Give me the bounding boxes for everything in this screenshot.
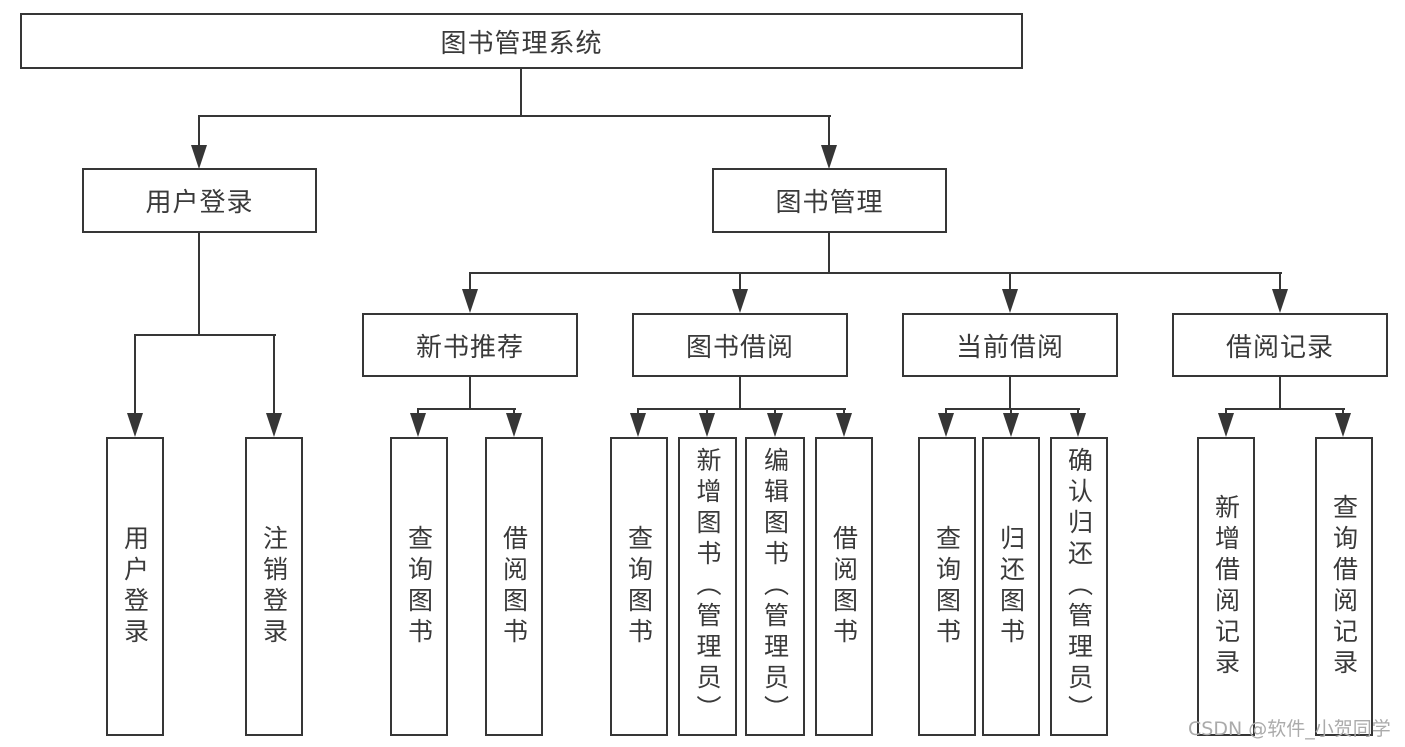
- connector-line: [513, 408, 515, 417]
- leaf-label: 编辑图书（管理员）: [760, 447, 790, 726]
- leaf-add-borrow-record: 新增借阅记录: [1197, 437, 1255, 736]
- leaf-label: 查询借阅记录: [1329, 493, 1359, 680]
- node-label: 借阅记录: [1225, 332, 1334, 363]
- leaf-label: 确认归还（管理员）: [1064, 447, 1094, 726]
- leaf-borrow-books: 借阅图书: [815, 437, 873, 736]
- arrow-down-icon: [1335, 413, 1351, 437]
- arrow-down-icon: [1272, 289, 1288, 313]
- connector-line: [706, 408, 708, 417]
- connector-line: [1077, 408, 1079, 417]
- connector-line: [1225, 408, 1345, 410]
- connector-line: [1009, 272, 1011, 293]
- connector-line: [1009, 377, 1011, 410]
- leaf-borrow-books-recommend: 借阅图书: [485, 437, 543, 736]
- node-current-borrowing: 当前借阅: [902, 313, 1118, 377]
- node-label: 图书管理: [775, 188, 884, 218]
- node-label: 图书管理系统: [440, 28, 603, 59]
- arrow-down-icon: [266, 413, 282, 437]
- arrow-down-icon: [630, 413, 646, 437]
- leaf-label: 借阅图书: [829, 524, 859, 649]
- leaf-logout: 注销登录: [245, 437, 303, 736]
- connector-line: [469, 377, 471, 410]
- connector-line: [469, 272, 1282, 274]
- arrow-down-icon: [767, 413, 783, 437]
- connector-line: [273, 334, 275, 416]
- connector-line: [134, 334, 136, 416]
- connector-line: [520, 69, 522, 117]
- connector-line: [637, 408, 639, 417]
- leaf-label: 注销登录: [259, 524, 289, 649]
- leaf-label: 归还图书: [996, 524, 1026, 649]
- node-label: 当前借阅: [955, 332, 1064, 363]
- arrow-down-icon: [1003, 413, 1019, 437]
- csdn-watermark: CSDN @软件_小贺同学: [1188, 718, 1391, 740]
- connector-line: [739, 272, 741, 293]
- leaf-query-books-recommend: 查询图书: [390, 437, 448, 736]
- connector-line: [945, 408, 947, 417]
- node-book-borrowing: 图书借阅: [632, 313, 848, 377]
- connector-line: [417, 408, 419, 417]
- connector-line: [1225, 408, 1227, 417]
- arrow-down-icon: [836, 413, 852, 437]
- leaf-confirm-return-admin: 确认归还（管理员）: [1050, 437, 1108, 736]
- leaf-add-books-admin: 新增图书（管理员）: [678, 437, 737, 736]
- arrow-down-icon: [506, 413, 522, 437]
- arrow-down-icon: [732, 289, 748, 313]
- connector-line: [1010, 408, 1012, 417]
- leaf-query-books-current: 查询图书: [918, 437, 976, 736]
- arrow-down-icon: [462, 289, 478, 313]
- connector-line: [774, 408, 776, 417]
- connector-line: [1279, 377, 1281, 410]
- connector-line: [198, 115, 200, 149]
- leaf-label: 用户登录: [120, 524, 150, 649]
- node-user-login: 用户登录: [82, 168, 317, 233]
- connector-line: [1342, 408, 1344, 417]
- arrow-down-icon: [699, 413, 715, 437]
- node-label: 新书推荐: [415, 332, 524, 363]
- leaf-label: 查询图书: [404, 524, 434, 649]
- node-label: 用户登录: [145, 188, 254, 218]
- connector-line: [198, 233, 200, 336]
- connector-line: [1279, 272, 1281, 293]
- leaf-query-books-borrow: 查询图书: [610, 437, 668, 736]
- connector-line: [637, 408, 846, 410]
- connector-line: [843, 408, 845, 417]
- arrow-down-icon: [821, 145, 837, 169]
- node-book-management: 图书管理: [712, 168, 947, 233]
- connector-line: [417, 408, 516, 410]
- leaf-return-books: 归还图书: [982, 437, 1040, 736]
- leaf-query-borrow-record: 查询借阅记录: [1315, 437, 1373, 736]
- leaf-label: 查询图书: [932, 524, 962, 649]
- node-library-management-system: 图书管理系统: [20, 13, 1023, 69]
- leaf-edit-books-admin: 编辑图书（管理员）: [745, 437, 805, 736]
- arrow-down-icon: [1002, 289, 1018, 313]
- arrow-down-icon: [1070, 413, 1086, 437]
- arrow-down-icon: [410, 413, 426, 437]
- arrow-down-icon: [127, 413, 143, 437]
- arrow-down-icon: [1218, 413, 1234, 437]
- leaf-label: 新增借阅记录: [1211, 493, 1241, 680]
- node-label: 图书借阅: [685, 332, 794, 363]
- arrow-down-icon: [938, 413, 954, 437]
- leaf-user-login: 用户登录: [106, 437, 164, 736]
- arrow-down-icon: [191, 145, 207, 169]
- node-borrowing-records: 借阅记录: [1172, 313, 1388, 377]
- connector-line: [828, 233, 830, 274]
- connector-line: [198, 115, 831, 117]
- connector-line: [134, 334, 276, 336]
- leaf-label: 查询图书: [624, 524, 654, 649]
- connector-line: [945, 408, 1080, 410]
- connector-line: [739, 377, 741, 410]
- connector-line: [828, 115, 830, 149]
- leaf-label: 借阅图书: [499, 524, 529, 649]
- node-new-book-recommendation: 新书推荐: [362, 313, 578, 377]
- leaf-label: 新增图书（管理员）: [693, 447, 722, 726]
- connector-line: [469, 272, 471, 293]
